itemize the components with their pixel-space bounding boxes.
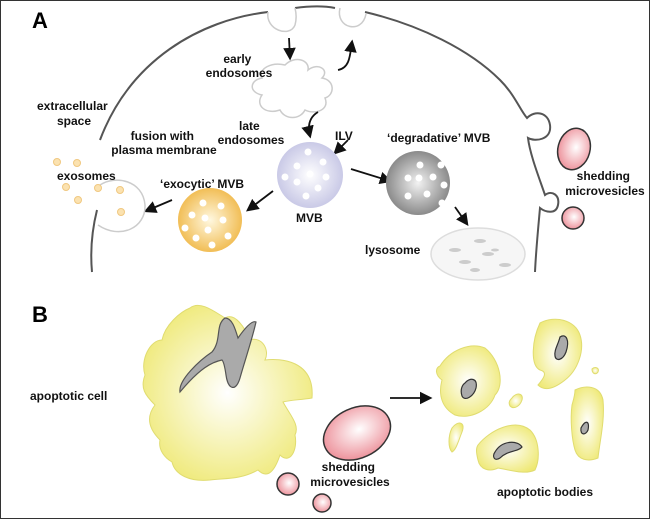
fusion-vesicle [97, 179, 146, 233]
exocytic-mvb-label: ‘exocytic’ MVB [160, 177, 244, 191]
arrow-to-degradative-mvb [350, 168, 393, 185]
shedding-microvesicles-a-label: shedding microvesicles [565, 169, 645, 198]
cell-membrane [90, 5, 560, 273]
arrow-to-early-endosome [283, 37, 296, 61]
mvb [277, 142, 343, 208]
shedding-microvesicles-b-label: shedding microvesicles [310, 460, 390, 489]
apoptotic-cell [142, 304, 313, 481]
early-endosome [251, 58, 333, 119]
arrow-to-fusion [143, 199, 173, 213]
lysosome [430, 227, 526, 281]
exosomes [53, 158, 125, 216]
degradative-mvb [386, 151, 450, 215]
endocytic-pits [267, 7, 367, 33]
fusion-label: fusion with plasma membrane [111, 129, 217, 157]
panel-a-letter: A [32, 8, 48, 33]
apoptotic-bodies-label: apoptotic bodies [497, 485, 593, 499]
arrow-recycling [337, 39, 357, 71]
arrow-to-exocytic-mvb [245, 190, 274, 212]
exosomes-label: exosomes [57, 169, 116, 183]
apoptotic-bodies [436, 318, 604, 473]
early-endosomes-label: early endosomes [206, 52, 273, 80]
arrow-to-lysosome [454, 206, 469, 227]
panel-b-letter: B [32, 302, 48, 327]
lysosome-label: lysosome [365, 243, 421, 257]
late-endosomes-label: late endosomes [218, 119, 285, 147]
ilv-label: ILV [335, 129, 353, 143]
apoptotic-cell-nucleus [179, 317, 257, 394]
degradative-mvb-label: ‘degradative’ MVB [387, 131, 491, 145]
extracellular-space-label: extracellular space [37, 99, 111, 128]
exocytic-mvb [178, 188, 242, 252]
mvb-label: MVB [296, 211, 323, 225]
shedding-microvesicles-a [556, 127, 592, 230]
arrow-ilv [333, 139, 349, 155]
shedding-microvesicles-b [276, 405, 392, 513]
apoptotic-cell-label: apoptotic cell [30, 389, 107, 403]
arrow-to-mvb [301, 111, 319, 139]
